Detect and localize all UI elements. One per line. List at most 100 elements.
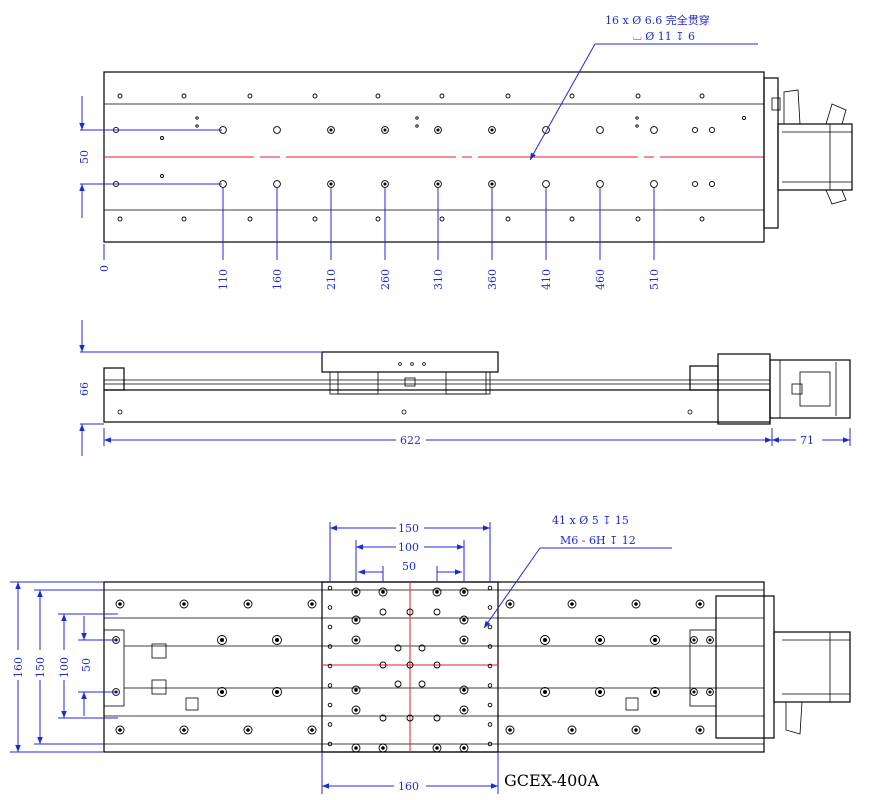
hole-core xyxy=(118,728,122,732)
hole-mark xyxy=(327,644,333,649)
hole-mark xyxy=(406,714,414,722)
hole-mark xyxy=(631,725,641,735)
hole-mark xyxy=(595,635,605,645)
bottom-dim-50: 50 xyxy=(402,560,416,573)
hole-mark xyxy=(542,180,550,188)
hole-core xyxy=(436,128,440,132)
hole-mark xyxy=(273,180,281,188)
hole-mark xyxy=(179,725,189,735)
hole-core xyxy=(508,602,512,606)
hole-mark xyxy=(487,702,493,708)
hole-mark xyxy=(273,126,281,134)
hole-core xyxy=(708,690,712,694)
hole-core xyxy=(182,602,186,606)
x-position-label: 510 xyxy=(648,269,661,290)
hole-mark xyxy=(379,608,387,616)
hole-mark xyxy=(272,635,282,645)
hole-mark xyxy=(243,599,253,609)
hole-mark xyxy=(459,635,469,645)
top-holes xyxy=(112,93,747,222)
hole-mark xyxy=(351,635,361,645)
hole-mark xyxy=(487,644,493,649)
hole-mark xyxy=(381,180,389,188)
hole-mark xyxy=(439,93,445,99)
hole-mark xyxy=(439,216,445,222)
hole-core xyxy=(652,689,658,695)
hole-mark xyxy=(327,683,333,688)
hole-mark xyxy=(381,126,389,134)
hole-mark xyxy=(595,687,605,697)
hole-mark xyxy=(650,126,658,134)
hole-mark xyxy=(635,116,639,120)
hole-mark xyxy=(433,661,441,669)
hole-core xyxy=(652,637,658,643)
hole-mark xyxy=(487,722,493,727)
hole-core xyxy=(435,590,439,594)
hole-mark xyxy=(415,124,419,128)
hole-mark xyxy=(195,116,199,120)
hole-core xyxy=(219,637,225,643)
hole-mark xyxy=(459,685,469,695)
hole-mark xyxy=(459,705,469,715)
hole-mark xyxy=(327,702,333,708)
hole-core xyxy=(490,128,494,132)
side-dim-622: 622 xyxy=(400,434,421,447)
x-position-label: 410 xyxy=(540,269,553,290)
hole-mark xyxy=(117,216,123,222)
hole-mark xyxy=(690,636,698,644)
side-view: 66 622 71 xyxy=(78,320,851,456)
hole-core xyxy=(354,708,358,712)
hole-core xyxy=(354,618,358,622)
bottom-view: 150 100 50 41 x Ø 5 ↧ 15 M6 - 6H ↧ 12 16… xyxy=(10,514,851,794)
hole-mark xyxy=(115,599,125,609)
hole-mark xyxy=(540,687,550,697)
hole-mark xyxy=(406,661,414,669)
hole-mark xyxy=(459,587,469,597)
hole-mark xyxy=(691,180,699,188)
hole-mark xyxy=(327,605,333,610)
hole-mark xyxy=(432,743,442,753)
hole-mark xyxy=(327,663,333,669)
hole-mark xyxy=(327,624,333,630)
hole-core xyxy=(274,689,280,695)
hole-mark xyxy=(418,680,426,688)
hole-mark xyxy=(695,599,705,609)
hole-mark xyxy=(488,126,496,134)
hole-mark xyxy=(706,688,714,696)
hole-mark xyxy=(488,180,496,188)
bottom-dim-100: 100 xyxy=(398,541,419,554)
hole-mark xyxy=(540,635,550,645)
hole-core xyxy=(508,728,512,732)
hole-mark xyxy=(487,683,493,688)
hole-mark xyxy=(650,635,660,645)
hole-core xyxy=(698,728,702,732)
hole-mark xyxy=(406,608,414,616)
hole-mark xyxy=(699,93,705,99)
hole-mark xyxy=(327,741,333,747)
hole-mark xyxy=(179,599,189,609)
hole-mark xyxy=(351,705,361,715)
x-position-label: 460 xyxy=(594,269,607,290)
hole-mark xyxy=(247,93,253,99)
hole-core xyxy=(634,602,638,606)
hole-mark xyxy=(418,644,426,652)
hole-mark xyxy=(160,174,164,178)
bottom-thread-note-1: 41 x Ø 5 ↧ 15 xyxy=(552,514,629,527)
hole-mark xyxy=(415,116,419,120)
hole-mark xyxy=(243,725,253,735)
hole-core xyxy=(692,690,696,694)
hole-core xyxy=(329,182,333,186)
hole-core xyxy=(597,637,603,643)
hole-mark xyxy=(505,93,511,99)
x-position-label: 360 xyxy=(486,269,499,290)
x-position-label: 260 xyxy=(379,269,392,290)
hole-core xyxy=(118,602,122,606)
hole-mark xyxy=(217,687,227,697)
hole-mark xyxy=(247,216,253,222)
hole-core xyxy=(542,637,548,643)
hole-core xyxy=(462,590,466,594)
hole-mark xyxy=(327,180,335,188)
hole-mark xyxy=(650,180,658,188)
hole-mark xyxy=(117,93,123,99)
